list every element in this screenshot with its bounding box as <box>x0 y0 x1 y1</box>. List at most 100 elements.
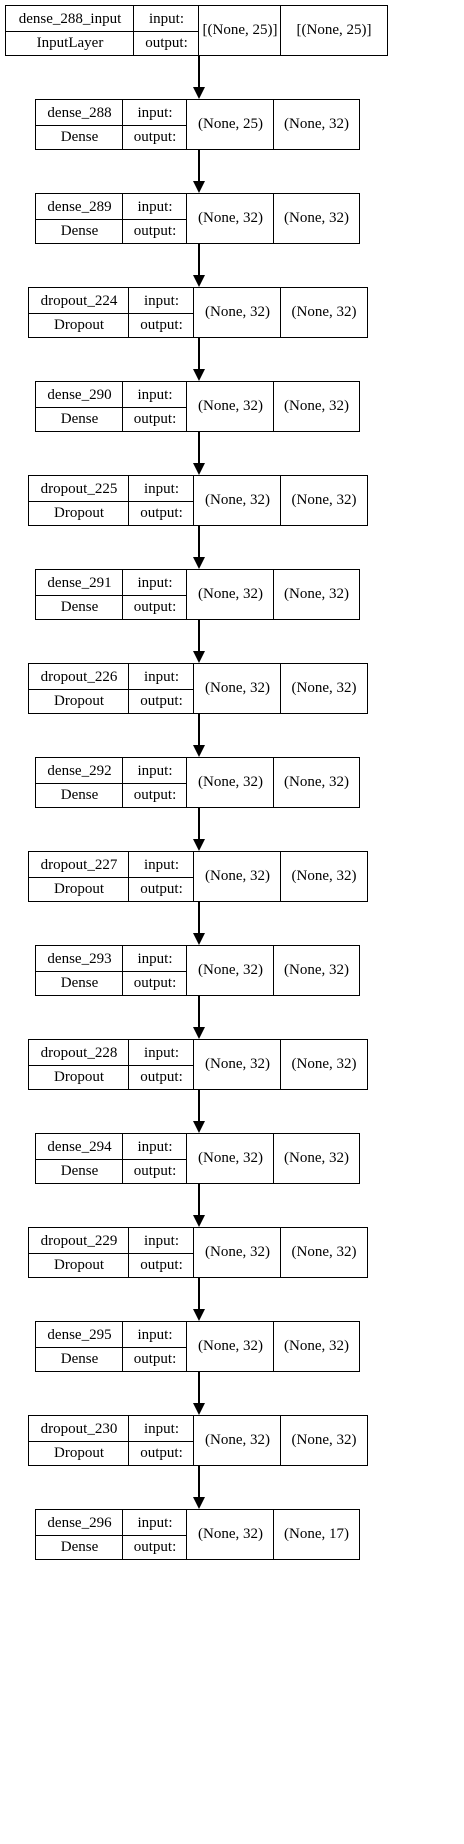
node-divider <box>122 382 123 431</box>
output-label: output: <box>133 599 177 615</box>
node-divider <box>128 288 129 337</box>
output-shape: (None, 32) <box>284 1150 349 1166</box>
layer-type: Dense <box>60 975 99 991</box>
node-divider <box>273 758 274 807</box>
input-label: input: <box>137 574 173 591</box>
node-divider <box>186 194 187 243</box>
node-divider <box>186 946 187 995</box>
node-divider <box>29 1441 194 1442</box>
edge-line <box>198 150 200 181</box>
node-divider <box>280 1228 281 1277</box>
layer-type: Dropout <box>54 1445 104 1461</box>
output-label: output: <box>140 693 183 709</box>
input-shape: (None, 32) <box>198 210 263 226</box>
output-shape: (None, 32) <box>284 1338 349 1354</box>
output-shape: [(None, 25)] <box>296 22 372 38</box>
node-divider <box>122 570 123 619</box>
input-shape: (None, 32) <box>198 586 263 602</box>
output-label: output: <box>140 505 183 521</box>
output-label: output: <box>133 1351 177 1367</box>
node-divider <box>36 125 187 126</box>
node-divider <box>186 1322 187 1371</box>
output-shape: (None, 32) <box>284 398 349 414</box>
node-divider <box>36 783 187 784</box>
node-divider <box>36 1535 187 1536</box>
node-divider <box>186 570 187 619</box>
edge-line <box>198 1466 200 1497</box>
node-divider <box>273 570 274 619</box>
layer-name: dense_296 <box>47 1514 112 1531</box>
layer-name: dense_291 <box>47 574 112 591</box>
node-divider <box>122 194 123 243</box>
output-label: output: <box>133 129 177 145</box>
node-divider <box>186 758 187 807</box>
node-divider <box>193 1228 194 1277</box>
node-divider <box>273 1134 274 1183</box>
input-shape: (None, 32) <box>205 1432 270 1448</box>
input-shape: (None, 32) <box>198 774 263 790</box>
layer-name: dense_290 <box>47 386 112 403</box>
edge-line <box>198 714 200 745</box>
arrow-head-icon <box>193 275 205 287</box>
layer-type: Dropout <box>54 693 104 709</box>
output-label: output: <box>140 1257 183 1273</box>
layer-type: Dropout <box>54 505 104 521</box>
layer-type: Dropout <box>54 1069 104 1085</box>
output-label: output: <box>140 317 183 333</box>
node-divider <box>128 852 129 901</box>
output-label: output: <box>140 1445 183 1461</box>
node-divider <box>280 6 281 55</box>
node-divider <box>280 1040 281 1089</box>
node-divider <box>186 1510 187 1559</box>
node-divider <box>122 1510 123 1559</box>
node-divider <box>36 1159 187 1160</box>
node-divider <box>280 1416 281 1465</box>
output-label: output: <box>133 411 177 427</box>
node-divider <box>122 1134 123 1183</box>
output-shape: (None, 32) <box>291 1244 357 1260</box>
output-label: output: <box>145 35 188 51</box>
edge-line <box>198 526 200 557</box>
edge-line <box>198 1090 200 1121</box>
node-divider <box>273 194 274 243</box>
edge-line <box>198 1278 200 1309</box>
node-divider <box>273 946 274 995</box>
node-divider <box>280 664 281 713</box>
output-shape: (None, 32) <box>291 1432 357 1448</box>
node-divider <box>186 1134 187 1183</box>
layer-type: Dense <box>60 599 99 615</box>
input-label: input: <box>137 1326 173 1343</box>
node-divider <box>128 1416 129 1465</box>
output-shape: (None, 32) <box>284 962 349 978</box>
layer-name: dropout_225 <box>40 480 118 497</box>
input-label: input: <box>137 104 173 121</box>
node-divider <box>280 852 281 901</box>
node-divider <box>29 1253 194 1254</box>
layer-type: InputLayer <box>36 35 104 51</box>
node-divider <box>122 100 123 149</box>
node-divider <box>36 971 187 972</box>
node-divider <box>29 877 194 878</box>
input-shape: (None, 32) <box>198 962 263 978</box>
node-divider <box>133 6 134 55</box>
output-label: output: <box>140 1069 183 1085</box>
arrow-head-icon <box>193 933 205 945</box>
layer-name: dense_289 <box>47 198 112 215</box>
arrow-head-icon <box>193 1309 205 1321</box>
layer-name: dropout_228 <box>40 1044 118 1061</box>
input-shape: (None, 25) <box>198 116 263 132</box>
output-shape: (None, 32) <box>291 868 357 884</box>
output-label: output: <box>133 1539 177 1555</box>
layer-type: Dropout <box>54 317 104 333</box>
layer-type: Dense <box>60 1163 99 1179</box>
input-label: input: <box>143 292 179 309</box>
input-label: input: <box>137 1514 173 1531</box>
node-divider <box>6 31 199 32</box>
node-divider <box>198 6 199 55</box>
arrow-head-icon <box>193 839 205 851</box>
